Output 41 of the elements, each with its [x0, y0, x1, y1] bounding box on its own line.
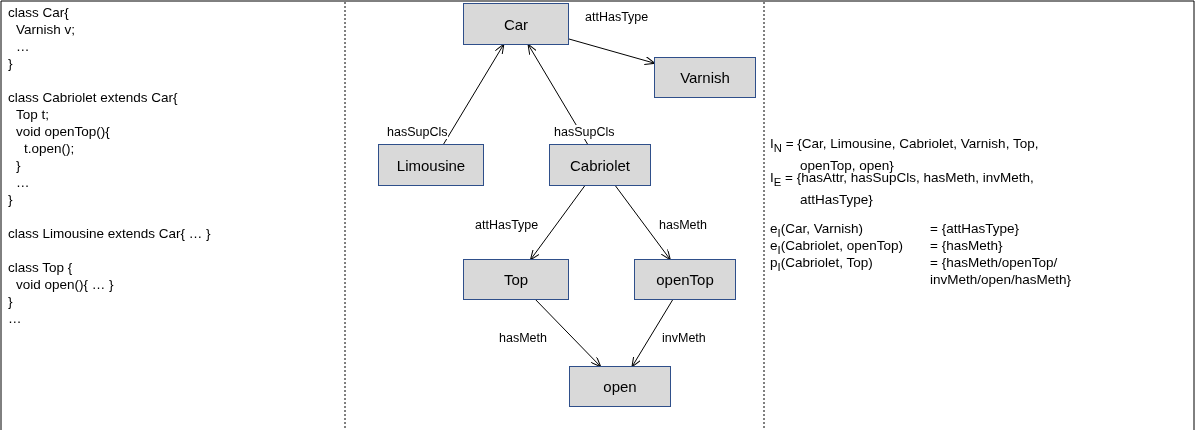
class-node-box: Top	[463, 259, 569, 300]
function-value: = {attHasType}	[930, 220, 1019, 237]
edge-label: hasMeth	[498, 331, 548, 345]
code-line: class Limousine extends Car{ … }	[8, 225, 211, 242]
code-line: }	[8, 293, 13, 310]
arrow	[527, 43, 588, 145]
code-line: void openTop(){	[16, 123, 110, 140]
code-line: class Car{	[8, 4, 69, 21]
class-node-box: open	[569, 366, 671, 407]
code-line: t.open();	[24, 140, 75, 157]
code-line: }	[8, 191, 13, 208]
class-node-box: Limousine	[378, 144, 484, 186]
edge-label: attHasType	[474, 218, 540, 232]
code-line: …	[8, 310, 22, 327]
code-line: class Cabriolet extends Car{	[8, 89, 178, 106]
class-node-box: Varnish	[654, 57, 756, 98]
function-value: = {hasMeth/openTop/ invMeth/open/hasMeth}	[930, 254, 1073, 288]
set-definition: I$_{N}$ = {Car, Limousine, Cabriolet, Varnish, Top, openTop, open}	[770, 135, 1040, 173]
arrow	[443, 43, 505, 145]
arrow	[631, 299, 674, 368]
arrow	[615, 185, 671, 261]
code-line: class Top {	[8, 259, 73, 276]
function-value: = {hasMeth}	[930, 237, 1003, 254]
class-node-box: Cabriolet	[549, 144, 651, 186]
edge-label: invMeth	[661, 331, 707, 345]
code-line: Top t;	[16, 106, 50, 123]
edge-label: attHasType	[584, 10, 650, 24]
code-line: Varnish v;	[16, 21, 76, 38]
class-node-box: Car	[463, 3, 569, 45]
arrow	[568, 38, 656, 65]
code-line: }	[8, 55, 13, 72]
code-line: …	[16, 38, 30, 55]
arrow	[529, 185, 586, 261]
code-line: }	[16, 157, 21, 174]
code-line: void open(){ … }	[16, 276, 114, 293]
edge-label: hasSupCls	[553, 125, 616, 139]
edge-label: hasMeth	[658, 218, 708, 232]
arrow	[535, 299, 602, 368]
class-node-box: openTop	[634, 259, 736, 300]
code-line: …	[16, 174, 30, 191]
edge-label: hasSupCls	[386, 125, 449, 139]
